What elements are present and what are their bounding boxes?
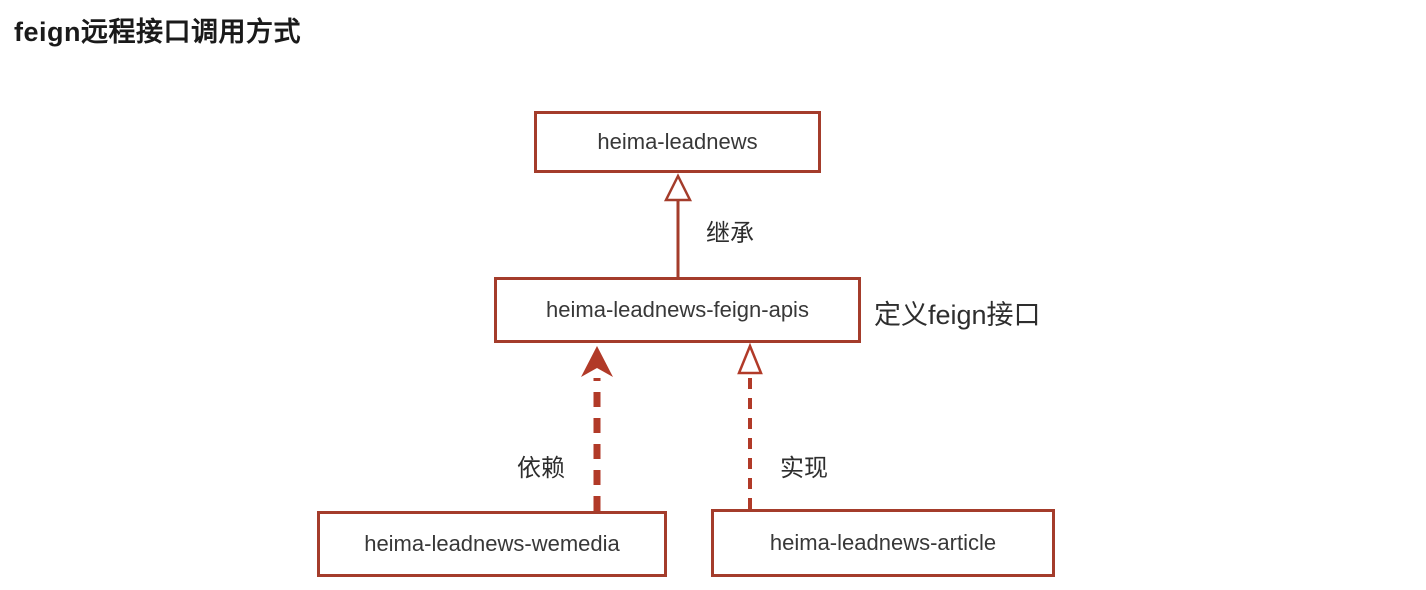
page-title: feign远程接口调用方式 (14, 17, 301, 47)
solid-arrowhead-icon (581, 346, 613, 377)
node-heima-leadnews-feign-apis: heima-leadnews-feign-apis (494, 277, 861, 343)
edge-inherit (663, 173, 693, 277)
node-label: heima-leadnews (597, 129, 758, 154)
hollow-arrowhead-icon (737, 342, 763, 375)
edge-label-depend: 依赖 (517, 455, 565, 482)
feign-apis-annotation: 定义feign接口 (874, 300, 1041, 330)
node-heima-leadnews-article: heima-leadnews-article (711, 509, 1055, 577)
hollow-arrowhead-icon (663, 173, 693, 202)
node-label: heima-leadnews-feign-apis (546, 297, 809, 322)
node-heima-leadnews: heima-leadnews (534, 111, 821, 173)
edge-label-realize: 实现 (780, 455, 828, 482)
node-label: heima-leadnews-article (769, 530, 997, 555)
node-heima-leadnews-wemedia: heima-leadnews-wemedia (317, 511, 667, 577)
edge-realize (737, 342, 763, 509)
node-label: heima-leadnews-wemedia (364, 531, 620, 556)
edge-depend (581, 346, 613, 511)
edge-label-inherit: 继承 (706, 220, 754, 247)
